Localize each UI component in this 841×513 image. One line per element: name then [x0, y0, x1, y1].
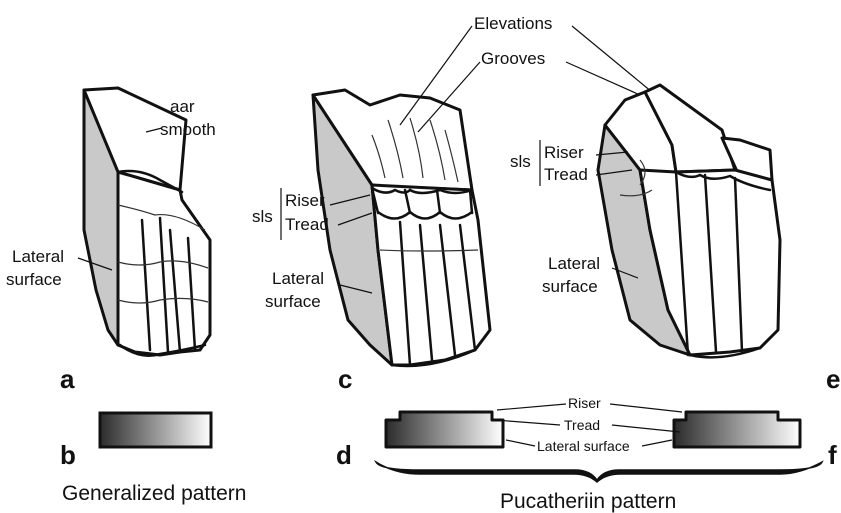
label-grooves: Grooves: [481, 49, 545, 68]
label-lateral-a-1: Lateral: [12, 247, 64, 266]
tooth-a-occlusal-surface: [118, 172, 210, 355]
pucatheriin-left-block: [386, 412, 503, 447]
label-tread-c: Tread: [285, 215, 329, 234]
label-riser-c: Riser: [285, 191, 325, 210]
caption-generalized: Generalized pattern: [62, 482, 246, 505]
pucatheriin-right-block: [674, 412, 800, 447]
panel-label-b: b: [60, 440, 76, 470]
panel-label-d: d: [336, 440, 352, 470]
label-riser-e: Riser: [544, 143, 584, 162]
label-sls-e: sls: [510, 152, 531, 171]
tooth-c-drawing: [313, 90, 490, 366]
label-lateral-e-1: Lateral: [548, 254, 600, 273]
label-aar: aar: [170, 97, 195, 116]
label-riser-d: Riser: [568, 395, 601, 411]
label-smooth: smooth: [160, 120, 216, 139]
panel-label-c: c: [338, 364, 352, 394]
tooth-e-drawing: [596, 85, 780, 357]
panel-label-a: a: [60, 364, 75, 394]
pucatheriin-brace: [376, 462, 822, 482]
label-elevations: Elevations: [474, 14, 552, 33]
label-lateral-c-2: surface: [265, 292, 321, 311]
panel-label-e: e: [826, 364, 840, 394]
label-sls-c: sls: [252, 207, 273, 226]
label-lateral-c-1: Lateral: [272, 269, 324, 288]
label-lateral-surface-d: Lateral surface: [537, 438, 630, 454]
panel-label-f: f: [828, 440, 837, 470]
caption-pucatheriin: Pucatheriin pattern: [500, 490, 676, 513]
label-tread-d: Tread: [564, 417, 600, 433]
label-tread-e: Tread: [544, 165, 588, 184]
label-lateral-e-2: surface: [542, 277, 598, 296]
label-lateral-a-2: surface: [6, 270, 62, 289]
generalized-pattern-bar: [100, 413, 211, 447]
